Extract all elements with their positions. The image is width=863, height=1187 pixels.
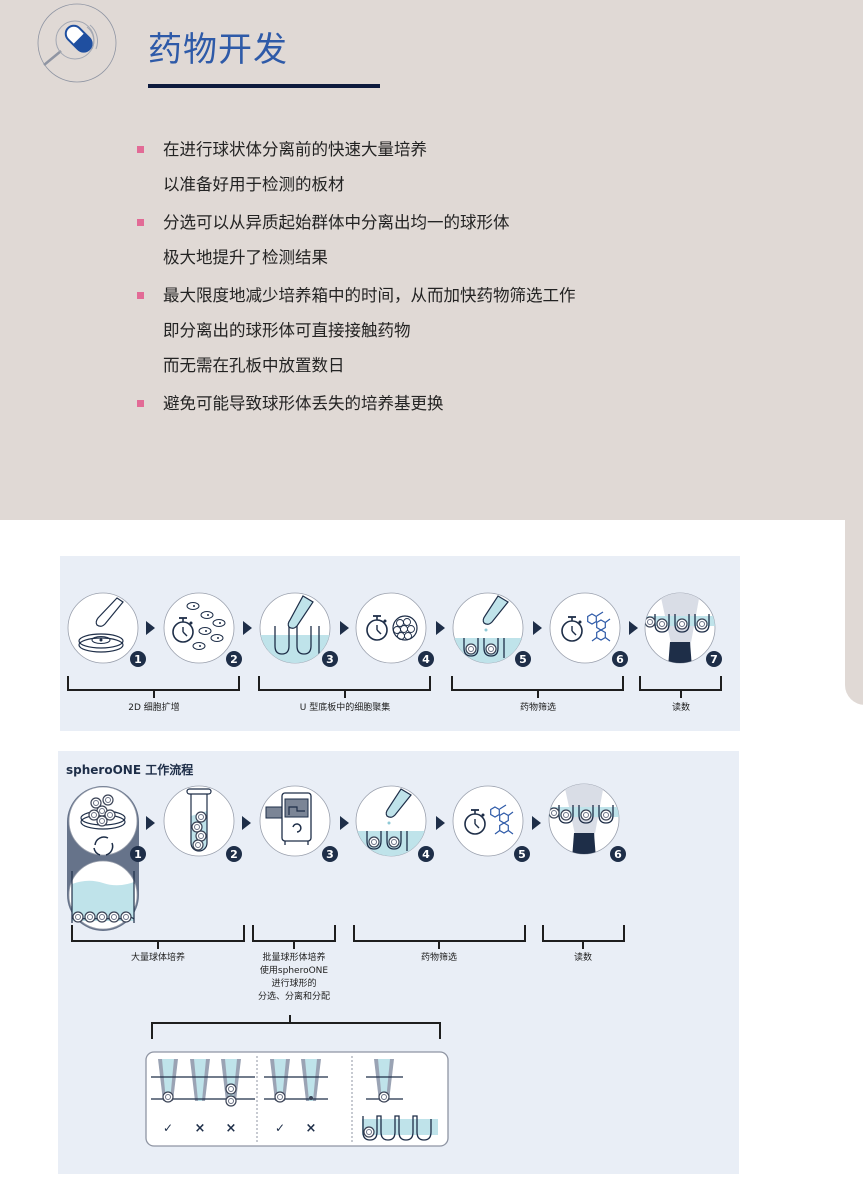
bullet-text: 分选可以从异质起始群体中分离出均一的球形体: [163, 213, 510, 232]
cross-mark-icon: ×: [305, 1121, 317, 1136]
bullet-text: 即分离出的球形体可直接接触药物: [163, 321, 411, 340]
group-label-2d-expansion: 2D 细胞扩增: [128, 703, 180, 713]
step-2-timer-cells-icon: [163, 592, 235, 664]
svg-text:5: 5: [519, 653, 527, 666]
group-label-readout: 读数: [573, 953, 592, 963]
header-background: [0, 0, 863, 520]
step-badge-6: 6: [610, 846, 626, 862]
svg-text:3: 3: [326, 848, 334, 861]
step-5-timer-molecule-icon: [452, 785, 524, 857]
step-2-test-tube-icon: [163, 785, 235, 857]
step-badge-3: 3: [322, 846, 338, 862]
svg-text:1: 1: [134, 848, 142, 861]
step-badge-7: 7: [706, 651, 722, 667]
group-label-drug-screening: 药物筛选: [420, 953, 457, 963]
step-1-pipette-petri-dish-icon: [67, 592, 139, 664]
svg-text:6: 6: [614, 848, 622, 861]
group-label-u-plate-aggregation: U 型底板中的细胞聚集: [299, 703, 391, 713]
benefit-list: 在进行球状体分离前的快速大量培养 以准备好用于检测的板材 分选可以从异质起始群体…: [137, 138, 737, 430]
tip-row: [151, 1059, 403, 1107]
svg-text:5: 5: [518, 848, 526, 861]
arrow-icon: [629, 621, 638, 635]
u-plate-wells: [362, 1115, 438, 1141]
step-6-timer-molecule-icon: [549, 592, 621, 664]
svg-text:7: 7: [710, 653, 718, 666]
bullet-marker: [137, 400, 144, 407]
step-4-timer-spheroid-icon: [355, 592, 427, 664]
svg-text:4: 4: [422, 653, 430, 666]
step-badge-4: 4: [418, 846, 434, 862]
panel-title: spheroONE 工作流程: [66, 763, 194, 777]
step-1-bulk-culture-icon: [67, 786, 139, 931]
arrow-icon: [146, 816, 155, 830]
group-brackets: [67, 676, 722, 698]
step-badge-6: 6: [612, 651, 628, 667]
arrow-icon: [243, 621, 252, 635]
group-label-readout: 读数: [671, 703, 690, 713]
arrow-icon: [533, 621, 542, 635]
group-label-drug-screening: 药物筛选: [519, 703, 556, 713]
step-7-plate-reader-icon: [644, 592, 716, 664]
bullet-text: 在进行球状体分离前的快速大量培养: [163, 140, 427, 159]
side-tab-decoration: [845, 519, 863, 705]
check-mark-icon: ✓: [162, 1121, 174, 1135]
step-3-pipette-u-plate-icon: [259, 592, 331, 664]
bullet-text: 而无需在孔板中放置数日: [163, 356, 345, 375]
svg-text:2: 2: [230, 848, 238, 861]
conventional-workflow-diagram: 1 2 3: [67, 592, 722, 698]
page-title: 药物开发: [148, 30, 288, 70]
bullet-marker: [137, 146, 144, 153]
svg-text:1: 1: [134, 653, 142, 666]
bullet-marker: [137, 292, 144, 299]
step-badge-2: 2: [226, 846, 242, 862]
cross-mark-icon: ×: [225, 1121, 237, 1136]
list-item: 在进行球状体分离前的快速大量培养 以准备好用于检测的板材: [137, 138, 737, 197]
list-item: 最大限度地减少培养箱中的时间，从而加快药物筛选工作 即分离出的球形体可直接接触药…: [137, 284, 737, 378]
list-item: 避免可能导致球形体丢失的培养基更换: [137, 392, 737, 416]
title-underline: [148, 84, 380, 88]
step-badge-5: 5: [515, 651, 531, 667]
conventional-workflow-panel: 1 2 3: [60, 556, 740, 731]
step-badge-4: 4: [418, 651, 434, 667]
group-label-spheroone-sorting: 批量球形体培养 使用spheroONE 进行球形的 分选、分离和分配: [257, 953, 330, 1002]
step-6-plate-reader-icon: [548, 783, 620, 855]
step-badge-3: 3: [322, 651, 338, 667]
arrow-icon: [436, 621, 445, 635]
step-4-pipette-drug-wells-icon: [355, 785, 427, 857]
arrow-icon: [532, 816, 541, 830]
step-badge-2: 2: [226, 651, 242, 667]
bullet-text: 最大限度地减少培养箱中的时间，从而加快药物筛选工作: [163, 286, 576, 305]
svg-text:4: 4: [422, 848, 430, 861]
svg-text:2: 2: [230, 653, 238, 666]
step-5-pipette-drug-wells-icon: [452, 592, 524, 664]
step-3-spheroone-instrument-icon: [259, 785, 331, 857]
step-badge-1: 1: [130, 651, 146, 667]
arrow-icon: [242, 816, 251, 830]
bullet-text: 避免可能导致球形体丢失的培养基更换: [163, 394, 444, 413]
arrow-icon: [340, 816, 349, 830]
sorting-detail-box: [145, 1051, 449, 1147]
svg-text:3: 3: [326, 653, 334, 666]
step-badge-5: 5: [514, 846, 530, 862]
group-brackets: [71, 925, 625, 1039]
arrow-icon: [340, 621, 349, 635]
list-item: 分选可以从异质起始群体中分离出均一的球形体 极大地提升了检测结果: [137, 211, 737, 270]
check-mark-icon: ✓: [274, 1121, 286, 1135]
arrow-icon: [146, 621, 155, 635]
svg-text:6: 6: [616, 653, 624, 666]
step-badge-1: 1: [130, 846, 146, 862]
bullet-text: 以准备好用于检测的板材: [163, 175, 345, 194]
capsule-magnifier-icon: [37, 3, 117, 83]
arrow-icon: [436, 816, 445, 830]
spheroone-workflow-panel: spheroONE 工作流程 1 2: [58, 751, 739, 1174]
bullet-marker: [137, 219, 144, 226]
spheroone-workflow-diagram: 1 2 3: [67, 783, 626, 1147]
group-label-bulk-culture: 大量球体培养: [130, 953, 185, 963]
bullet-text: 极大地提升了检测结果: [163, 248, 328, 267]
cross-mark-icon: ×: [194, 1121, 206, 1136]
